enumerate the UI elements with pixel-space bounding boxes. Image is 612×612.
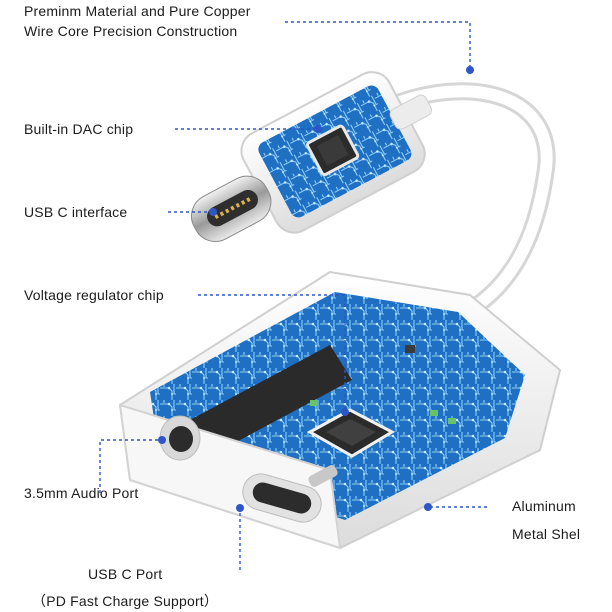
- voltage-regulator-chip-icon: [306, 408, 396, 458]
- material-label-line1: Preminm Material and Pure Copper: [24, 3, 251, 19]
- voltage-regulator-label: Voltage regulator chip: [24, 287, 164, 303]
- dac-chip-label: Built-in DAC chip: [24, 121, 134, 137]
- pd-support-label: （PD Fast Charge Support）: [32, 593, 219, 609]
- usb-c-interface-label: USB C interface: [24, 204, 128, 220]
- adapter-body: [118, 270, 562, 550]
- leader-lines: [99, 21, 490, 570]
- usb-c-plug: [190, 71, 433, 243]
- aluminum-label-line1: Aluminum: [512, 498, 576, 514]
- audio-port-label: 3.5mm Audio Port: [24, 485, 139, 501]
- aluminum-label-line2: Metal Shel: [512, 526, 581, 542]
- material-label-line2: Wire Core Precision Construction: [24, 23, 238, 39]
- usb-c-port-label: USB C Port: [88, 566, 163, 582]
